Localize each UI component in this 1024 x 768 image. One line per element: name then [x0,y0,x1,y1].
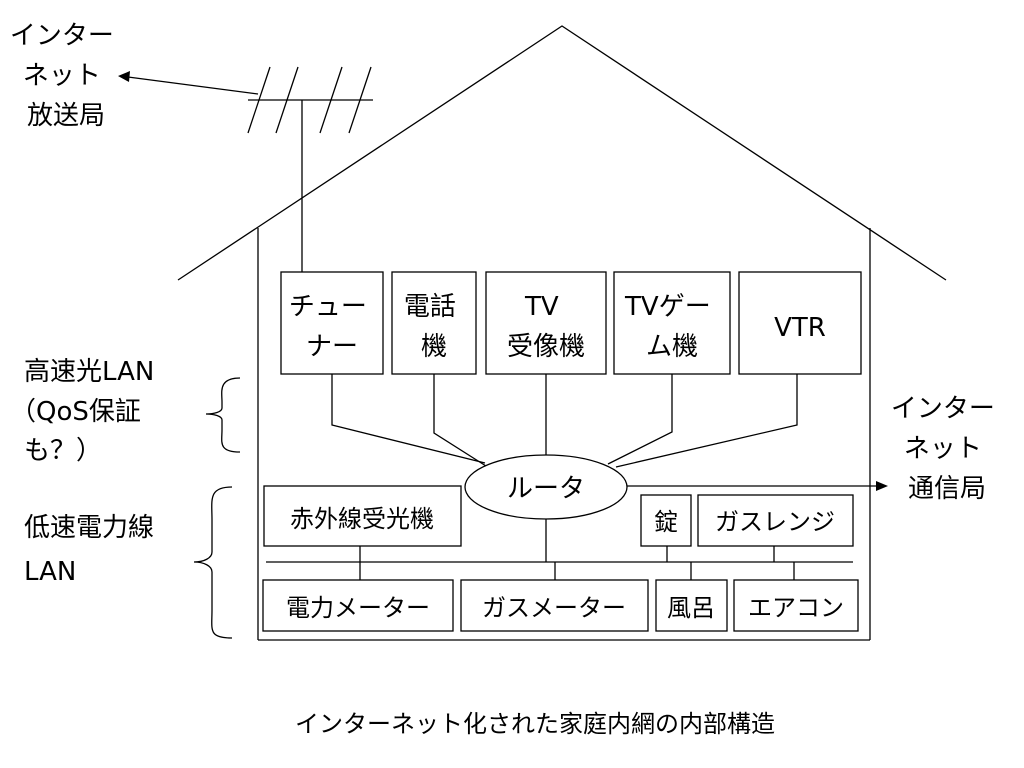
high-speed-links [331,374,798,468]
device-ir-receiver: 赤外線受光機 [263,485,462,547]
device-air-conditioner-label: エアコン [748,594,844,622]
device-lock: 錠 [640,494,692,547]
router-label: ルータ [507,474,585,504]
svg-text:TVゲー ム機: TVゲー ム機 [624,292,719,362]
device-gas-range: ガスレンジ [697,494,854,547]
device-power-meter-label: 電力メーター [286,594,430,622]
device-tv-receiver-label-2: 受像機 [507,332,585,362]
device-gas-meter-label: ガスメーター [482,594,626,622]
device-lock-label: 錠 [654,508,678,536]
high-speed-lan-label: 高速光LAN （QoS保証 も？） [10,357,163,466]
device-telephone-label-2: 機 [421,332,447,362]
device-vtr-label: VTR [774,313,826,343]
device-gas-range-label: ガスレンジ [715,508,835,536]
svg-text:チュー ナー: チュー ナー [289,292,375,362]
low-speed-lan-label: 低速電力線 LAN [24,513,162,587]
low-speed-lan-brace [193,486,233,639]
svg-text:TV 受像機: TV 受像機 [507,292,585,362]
device-tuner-label-2: ナー [306,332,358,362]
device-bath: 風呂 [655,579,728,632]
device-tuner-label: チュー [289,292,367,322]
broadcast-arrow [118,71,259,95]
device-tv-game-label-2: ム機 [646,332,698,362]
svg-text:VTR: VTR [774,313,826,343]
device-tv-receiver-label: TV [524,292,559,322]
house-roof [177,25,947,281]
diagram-caption: インターネット化された家庭内網の内部構造 [295,710,775,738]
device-gas-meter: ガスメーター [460,579,649,632]
broadcast-station-label: インター ネット 放送局 [10,21,122,131]
device-bath-label: 風呂 [667,594,715,622]
comm-station-label: インター ネット 通信局 [891,394,1003,504]
device-power-meter: 電力メーター [262,579,454,632]
device-tv-game: TVゲー ム機 [613,271,731,375]
device-tv-game-label: TVゲー [624,292,711,322]
device-air-conditioner: エアコン [733,579,859,632]
device-ir-receiver-label: 赤外線受光機 [290,505,434,533]
device-telephone-label: 電話 [404,292,456,322]
high-speed-lan-brace [205,377,241,453]
device-tuner: チュー ナー [280,271,384,375]
device-tv-receiver: TV 受像機 [485,271,607,375]
antenna-icon [247,66,373,272]
router: ルータ [464,454,628,520]
device-vtr: VTR [738,271,862,375]
comm-arrow [627,481,888,491]
power-line-bus [266,518,853,580]
device-telephone: 電話 機 [391,271,477,375]
svg-text:電話 機: 電話 機 [404,292,464,362]
